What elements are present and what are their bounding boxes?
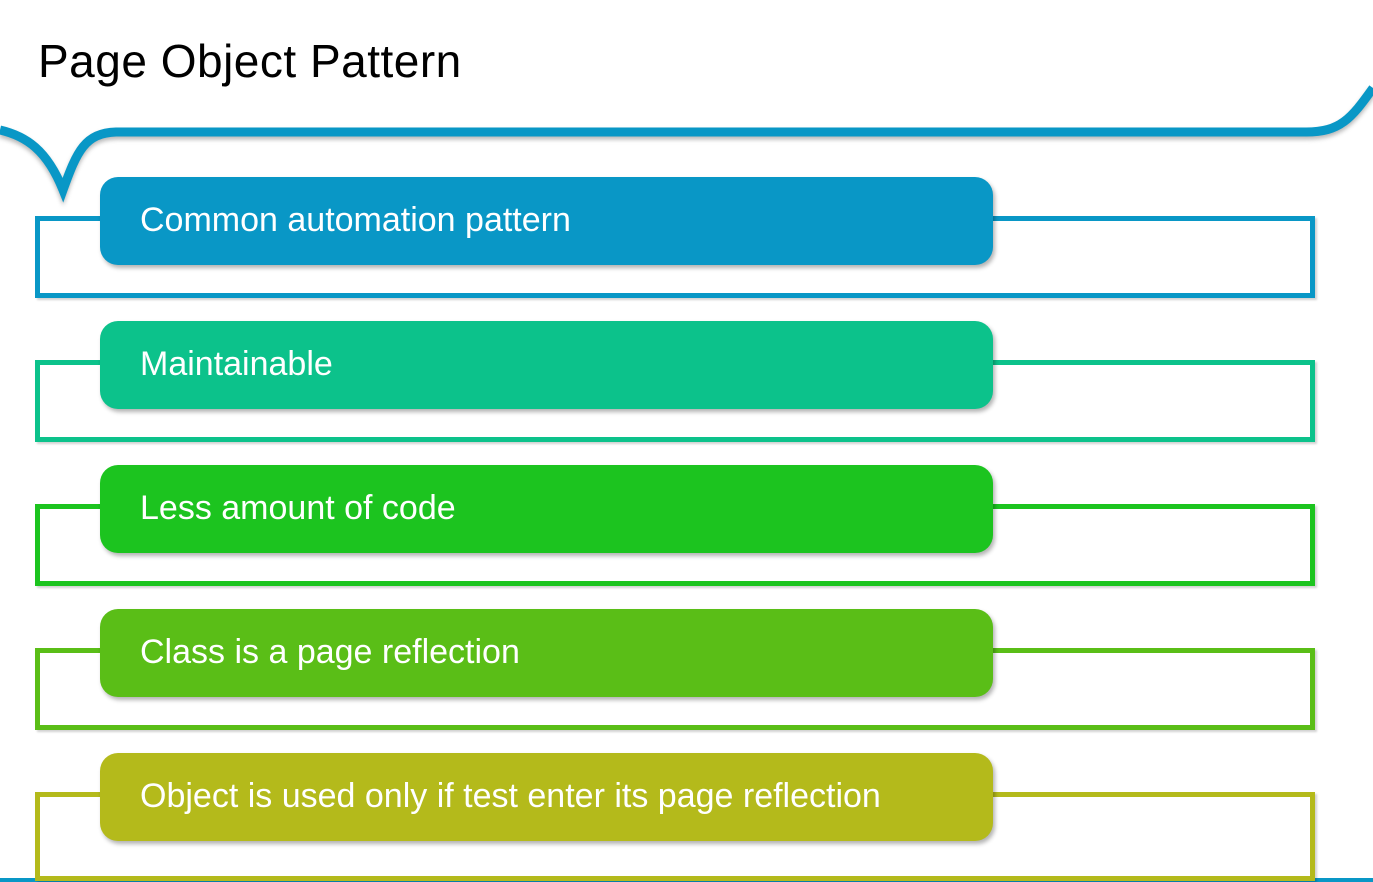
item-label: Object is used only if test enter its pa… [140, 777, 881, 816]
item-pill: Common automation pattern [100, 177, 993, 265]
item-pill: Maintainable [100, 321, 993, 409]
list-item: Less amount of code [0, 465, 1373, 597]
list-item: Object is used only if test enter its pa… [0, 753, 1373, 882]
item-pill: Object is used only if test enter its pa… [100, 753, 993, 841]
item-label: Less amount of code [140, 489, 456, 528]
list-item: Common automation pattern [0, 177, 1373, 309]
item-label: Common automation pattern [140, 201, 571, 240]
item-label: Maintainable [140, 345, 333, 384]
list-item: Maintainable [0, 321, 1373, 453]
item-pill: Less amount of code [100, 465, 993, 553]
item-label: Class is a page reflection [140, 633, 520, 672]
item-pill: Class is a page reflection [100, 609, 993, 697]
page-title: Page Object Pattern [38, 35, 462, 87]
list-item: Class is a page reflection [0, 609, 1373, 741]
